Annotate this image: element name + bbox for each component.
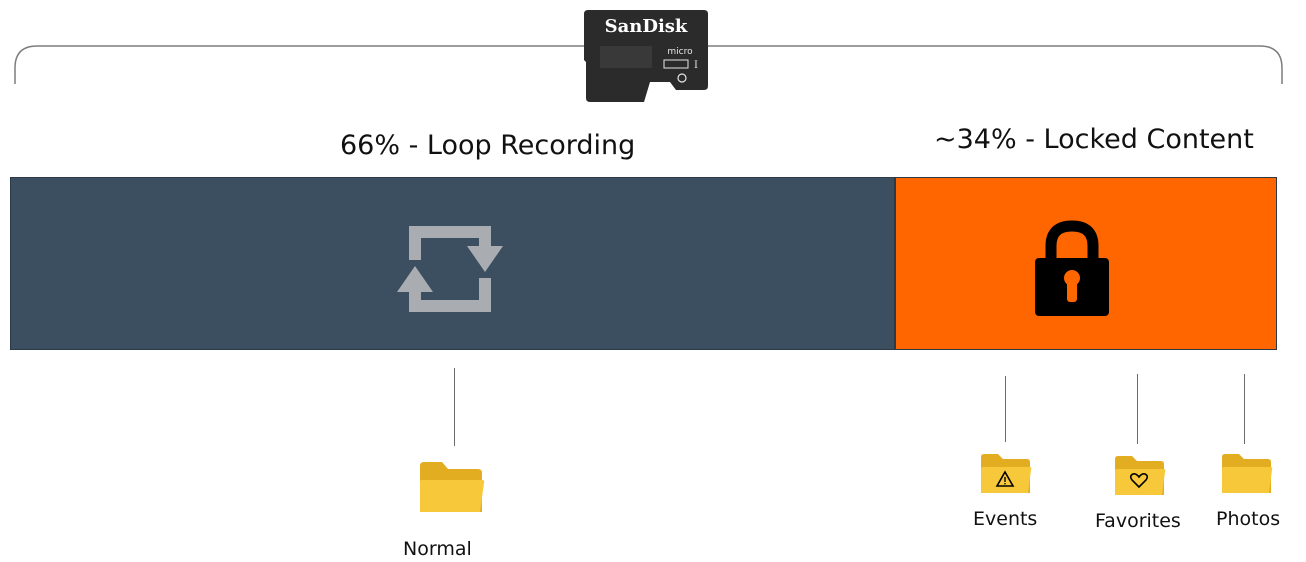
events-folder-label: Events — [973, 508, 1038, 530]
card-type-text: micro — [667, 47, 693, 57]
card-capacity-bracket — [14, 45, 1283, 84]
photos-folder-label: Photos — [1216, 508, 1281, 530]
loop-arrows-icon — [397, 226, 503, 312]
microsd-card-icon: SanDisk micro I — [584, 10, 708, 102]
locked-content-title: ~34% - Locked Content — [934, 124, 1254, 155]
normal-connector — [454, 368, 455, 446]
folder-icon — [420, 462, 485, 512]
favorites-connector — [1137, 374, 1138, 444]
loop-recording-title: 66% - Loop Recording — [340, 130, 636, 161]
favorites-folder-label: Favorites — [1095, 510, 1181, 532]
card-brand: SanDisk — [605, 16, 688, 37]
locked-content-region — [895, 177, 1277, 350]
padlock-icon — [1035, 220, 1109, 316]
card-speed-mark: I — [694, 60, 698, 71]
events-connector — [1005, 376, 1006, 442]
loop-recording-region — [10, 177, 895, 350]
folder-icon — [1222, 454, 1273, 493]
normal-folder-label: Normal — [403, 538, 472, 560]
photos-connector — [1244, 374, 1245, 444]
folder-heart-icon — [1115, 456, 1166, 495]
folder-warning-icon — [981, 454, 1032, 493]
